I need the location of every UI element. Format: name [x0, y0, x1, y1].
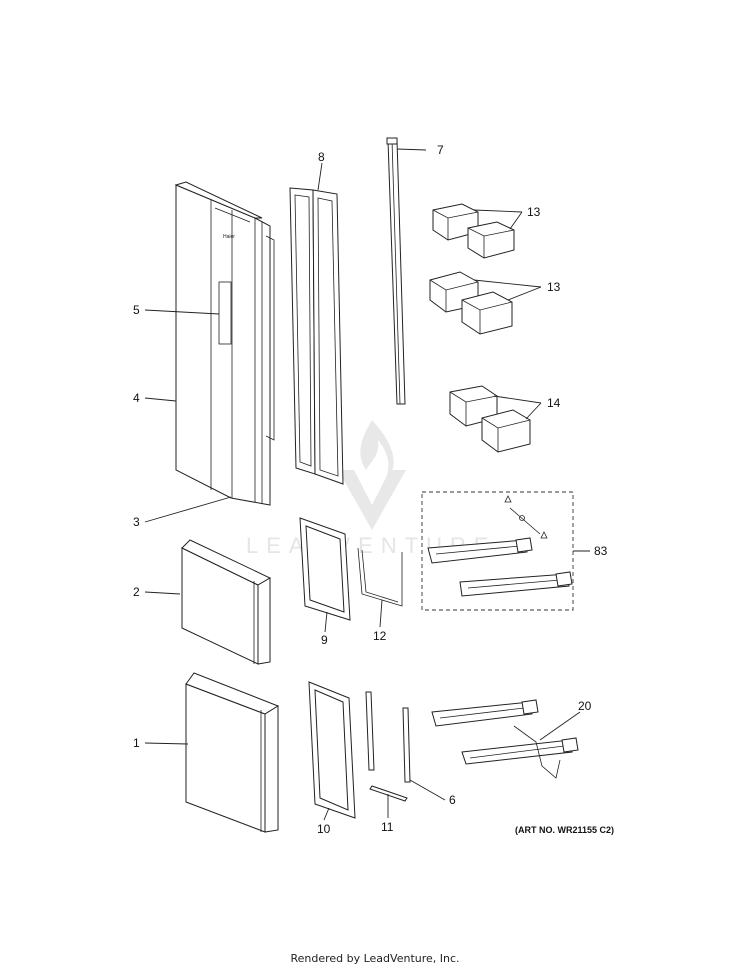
- callout-13-upper: 13: [527, 205, 541, 219]
- upper-door-gasket: [289, 187, 344, 485]
- callout-14: 14: [547, 396, 561, 410]
- lower-drawer-gasket: [308, 681, 356, 819]
- door-logo: Haier: [223, 234, 235, 240]
- art-number: (ART NO. WR21155 C2): [515, 825, 614, 835]
- lower-rails-20: [431, 699, 579, 779]
- footer-credit: Rendered by LeadVenture, Inc.: [290, 952, 460, 965]
- door-bins-upper: [432, 203, 515, 259]
- callout-2: 2: [133, 585, 140, 599]
- callout-1: 1: [133, 736, 140, 750]
- callout-13-lower: 13: [547, 280, 561, 294]
- callout-10: 10: [317, 822, 331, 836]
- callout-6: 6: [449, 793, 456, 807]
- callout-5: 5: [133, 303, 140, 317]
- callout-3: 3: [133, 515, 140, 529]
- callout-20: 20: [578, 699, 592, 713]
- callout-4: 4: [133, 391, 140, 405]
- callout-83: 83: [594, 544, 608, 558]
- lower-drawer-front: [185, 672, 280, 833]
- mullion-strip: [386, 137, 406, 405]
- callout-labels: 1 2 3 4 5 6 7 8 9 10 11 12 13 13 14 20 8…: [133, 143, 608, 836]
- leadventure-watermark: LEADVENTURE: [246, 420, 489, 558]
- callout-11: 11: [381, 820, 394, 834]
- callout-12: 12: [373, 629, 387, 643]
- rail-kit-83: [421, 491, 574, 611]
- door-bins-lower: [449, 385, 531, 453]
- callout-8: 8: [318, 150, 325, 164]
- lower-strips: [365, 691, 411, 802]
- door-bins-second: [429, 271, 513, 335]
- middle-drawer-gasket: [299, 517, 351, 621]
- callout-7: 7: [437, 143, 444, 157]
- middle-drawer-front: [181, 539, 272, 665]
- upper-door-assembly: Haier: [174, 181, 275, 506]
- leader-lines: [144, 148, 590, 821]
- callout-9: 9: [321, 633, 328, 647]
